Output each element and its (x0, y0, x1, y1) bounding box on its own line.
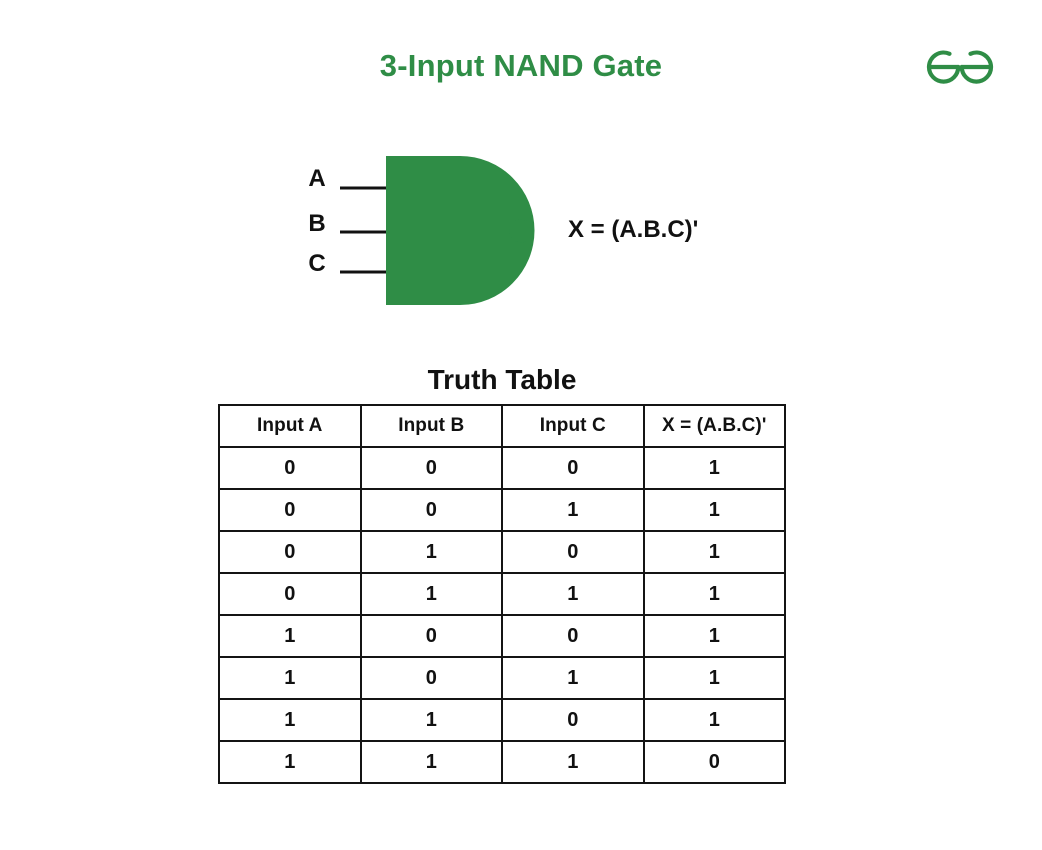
truth-table-body: 0 0 0 1 0 0 1 1 0 1 0 1 0 1 1 1 (218, 446, 786, 784)
column-header-input-a: Input A (218, 404, 362, 448)
column-header-output: X = (A.B.C)' (642, 404, 786, 448)
cell-input-a: 1 (218, 614, 362, 658)
cell-input-c: 0 (501, 446, 645, 490)
cell-input-b: 0 (359, 488, 503, 532)
truth-table: Input A Input B Input C X = (A.B.C)' 0 0… (218, 404, 786, 784)
output-expression-label: X = (A.B.C)' (568, 216, 699, 243)
table-row: 0 0 0 1 (218, 446, 786, 490)
table-row: 0 0 1 1 (218, 488, 786, 532)
column-header-input-c: Input C (501, 404, 645, 448)
table-row: 0 1 0 1 (218, 530, 786, 574)
cell-output: 1 (642, 488, 786, 532)
input-label-b: B (308, 210, 326, 237)
gate-body (386, 156, 535, 305)
cell-input-b: 0 (359, 446, 503, 490)
page-title: 3-Input NAND Gate (379, 48, 663, 83)
cell-input-b: 0 (359, 614, 503, 658)
table-row: 1 0 0 1 (218, 614, 786, 658)
cell-output: 1 (642, 698, 786, 742)
truth-table-caption: Truth Table (427, 364, 577, 395)
table-row: 0 1 1 1 (218, 572, 786, 616)
cell-output: 1 (642, 614, 786, 658)
cell-output: 1 (642, 530, 786, 574)
cell-input-a: 0 (218, 446, 362, 490)
table-row: 1 0 1 1 (218, 656, 786, 700)
cell-input-a: 0 (218, 488, 362, 532)
cell-input-c: 0 (501, 614, 645, 658)
inversion-bubble (509, 219, 533, 243)
cell-input-b: 0 (359, 656, 503, 700)
cell-input-c: 0 (501, 698, 645, 742)
cell-input-a: 1 (218, 656, 362, 700)
nand-gate-diagram: A B C X = (A.B.C)' (290, 140, 750, 335)
table-header-row: Input A Input B Input C X = (A.B.C)' (218, 404, 786, 448)
column-header-input-b: Input B (359, 404, 503, 448)
cell-input-a: 0 (218, 530, 362, 574)
cell-input-c: 1 (501, 572, 645, 616)
cell-input-b: 1 (359, 698, 503, 742)
cell-input-a: 1 (218, 698, 362, 742)
input-label-a: A (308, 165, 326, 192)
cell-input-b: 1 (359, 530, 503, 574)
cell-output: 0 (642, 740, 786, 784)
table-row: 1 1 0 1 (218, 698, 786, 742)
cell-output: 1 (642, 572, 786, 616)
cell-output: 1 (642, 446, 786, 490)
cell-input-c: 1 (501, 488, 645, 532)
input-label-c: C (308, 250, 326, 277)
cell-input-c: 1 (501, 740, 645, 784)
cell-input-a: 1 (218, 740, 362, 784)
cell-output: 1 (642, 656, 786, 700)
cell-input-b: 1 (359, 572, 503, 616)
cell-input-a: 0 (218, 572, 362, 616)
table-row: 1 1 1 0 (218, 740, 786, 784)
cell-input-c: 0 (501, 530, 645, 574)
cell-input-c: 1 (501, 656, 645, 700)
geeksforgeeks-logo (924, 46, 996, 88)
cell-input-b: 1 (359, 740, 503, 784)
